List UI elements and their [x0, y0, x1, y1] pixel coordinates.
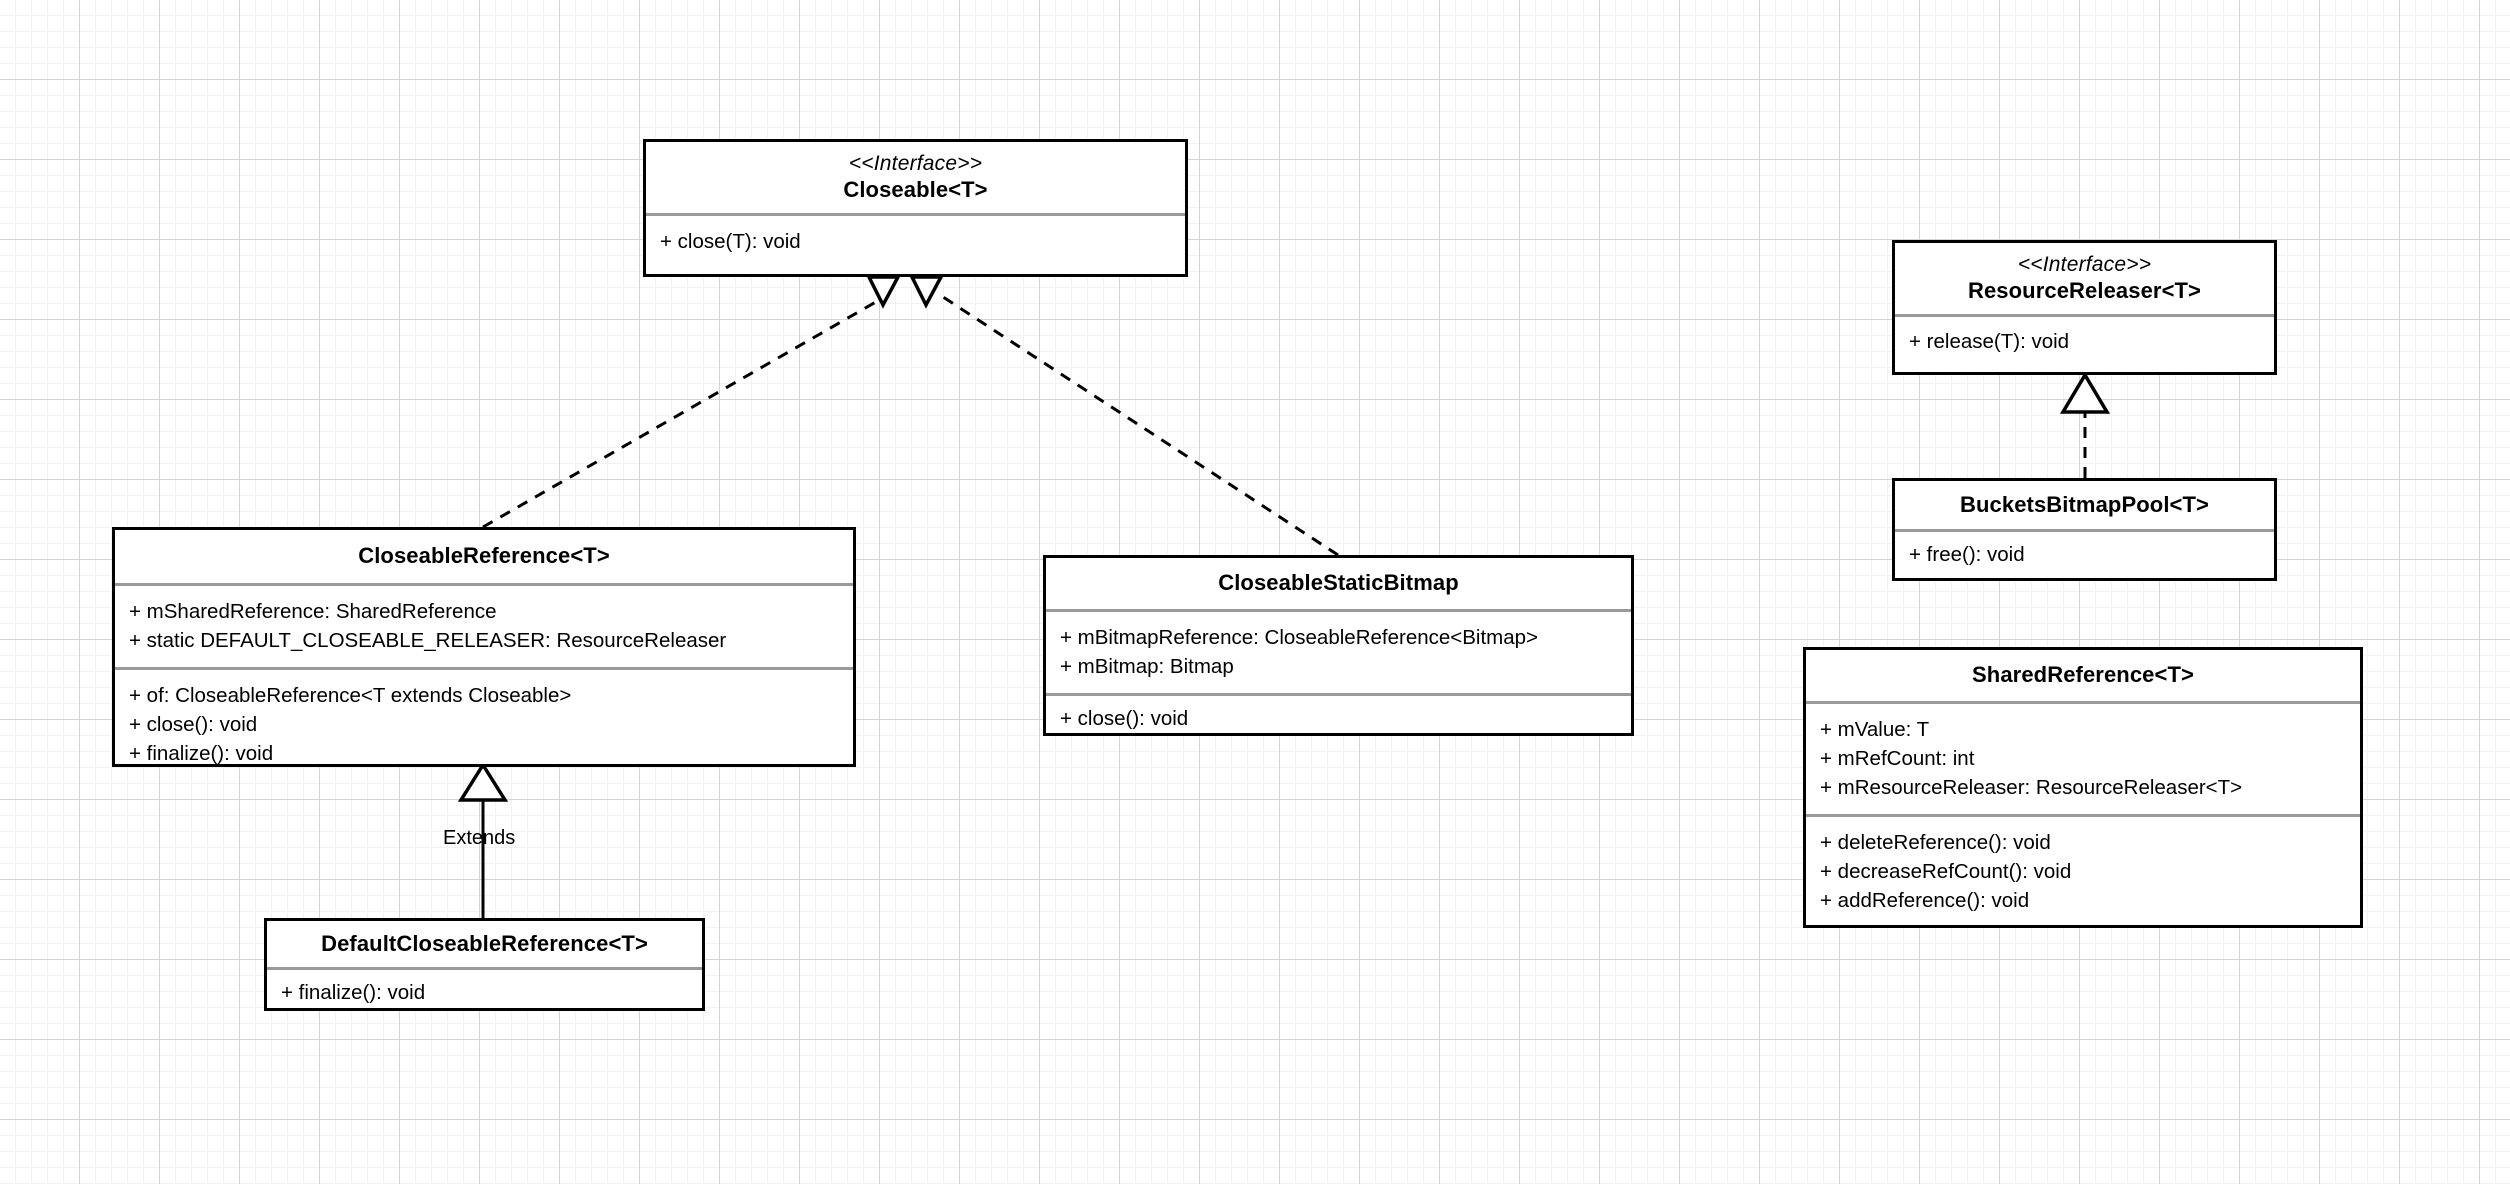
class-header-resource-releaser: <<Interface>> ResourceReleaser<T> — [1895, 243, 2274, 314]
class-box-closeable[interactable]: <<Interface>> Closeable<T> + close(T): v… — [643, 139, 1188, 277]
method-row: + decreaseRefCount(): void — [1820, 860, 2072, 884]
class-name: SharedReference<T> — [1972, 662, 2194, 687]
class-stereotype: <<Interface>> — [848, 152, 983, 175]
realization-line — [482, 293, 889, 529]
class-header-buckets-bitmap-pool: BucketsBitmapPool<T> — [1895, 481, 2274, 529]
class-header-closeable-static-bitmap: CloseableStaticBitmap — [1046, 558, 1631, 609]
method-row: + addReference(): void — [1820, 889, 2030, 913]
method-row: + close(T): void — [660, 230, 801, 254]
class-name: DefaultCloseableReference<T> — [321, 931, 648, 956]
edge-label-extends: Extends — [443, 827, 516, 849]
class-methods-shared-reference: + deleteReference(): void + decreaseRefC… — [1806, 814, 2360, 927]
attribute-row: + mRefCount: int — [1820, 746, 1975, 770]
class-name: CloseableStaticBitmap — [1218, 570, 1459, 595]
hollow-triangle-icon — [866, 275, 901, 309]
hollow-triangle-icon — [2059, 371, 2111, 414]
method-row: + release(T): void — [1909, 330, 2070, 354]
hollow-triangle-icon — [909, 275, 944, 309]
class-methods-closeable-static-bitmap: + close(): void — [1046, 693, 1631, 741]
realization-closeablestaticbitmap-to-closeable — [909, 275, 1339, 557]
method-row: + deleteReference(): void — [1820, 831, 2051, 855]
class-attributes-closeable-static-bitmap: + mBitmapReference: CloseableReference<B… — [1046, 608, 1631, 693]
realization-line — [939, 293, 1339, 557]
method-row: + free(): void — [1909, 542, 2025, 566]
realization-bucketsbitmappool-to-resourcereleaser — [2059, 371, 2111, 478]
class-methods-default-closeable-reference: + finalize(): void — [267, 966, 702, 1015]
method-row: + finalize(): void — [129, 742, 274, 766]
class-methods-closeable-reference: + of: CloseableReference<T extends Close… — [115, 667, 853, 780]
class-box-closeable-reference[interactable]: CloseableReference<T> + mSharedReference… — [112, 527, 856, 767]
class-name: ResourceReleaser<T> — [1967, 277, 2202, 303]
attribute-row: + mResourceReleaser: ResourceReleaser<T> — [1820, 776, 2243, 800]
class-header-default-closeable-reference: DefaultCloseableReference<T> — [267, 921, 702, 967]
method-row: + close(): void — [1060, 707, 1189, 731]
method-row: + close(): void — [129, 713, 258, 737]
realization-closeablereference-to-closeable — [482, 275, 901, 529]
attribute-row: + mValue: T — [1820, 717, 1930, 741]
class-box-shared-reference[interactable]: SharedReference<T> + mValue: T + mRefCou… — [1803, 647, 2363, 928]
class-methods-resource-releaser: + release(T): void — [1895, 314, 2274, 366]
class-header-closeable-reference: CloseableReference<T> — [115, 530, 853, 583]
class-stereotype: <<Interface>> — [2017, 253, 2152, 276]
class-header-shared-reference: SharedReference<T> — [1806, 650, 2360, 701]
class-header-closeable: <<Interface>> Closeable<T> — [646, 142, 1185, 213]
class-name: BucketsBitmapPool<T> — [1960, 492, 2209, 517]
method-row: + of: CloseableReference<T extends Close… — [129, 684, 572, 708]
attribute-row: + mBitmap: Bitmap — [1060, 654, 1234, 678]
attribute-row: + mSharedReference: SharedReference — [129, 599, 497, 623]
attribute-row: + mBitmapReference: CloseableReference<B… — [1060, 625, 1539, 649]
class-methods-buckets-bitmap-pool: + free(): void — [1895, 528, 2274, 577]
class-box-resource-releaser[interactable]: <<Interface>> ResourceReleaser<T> + rele… — [1892, 240, 2277, 375]
class-box-buckets-bitmap-pool[interactable]: BucketsBitmapPool<T> + free(): void — [1892, 478, 2277, 581]
class-box-default-closeable-reference[interactable]: DefaultCloseableReference<T> + finalize(… — [264, 918, 705, 1011]
class-box-closeable-static-bitmap[interactable]: CloseableStaticBitmap + mBitmapReference… — [1043, 555, 1634, 736]
class-name: CloseableReference<T> — [358, 543, 610, 568]
class-attributes-closeable-reference: + mSharedReference: SharedReference + st… — [115, 582, 853, 667]
class-attributes-shared-reference: + mValue: T + mRefCount: int + mResource… — [1806, 700, 2360, 814]
attribute-row: + static DEFAULT_CLOSEABLE_RELEASER: Res… — [129, 628, 727, 652]
class-methods-closeable: + close(T): void — [646, 213, 1185, 268]
method-row: + finalize(): void — [281, 980, 426, 1004]
class-name: Closeable<T> — [843, 176, 988, 202]
